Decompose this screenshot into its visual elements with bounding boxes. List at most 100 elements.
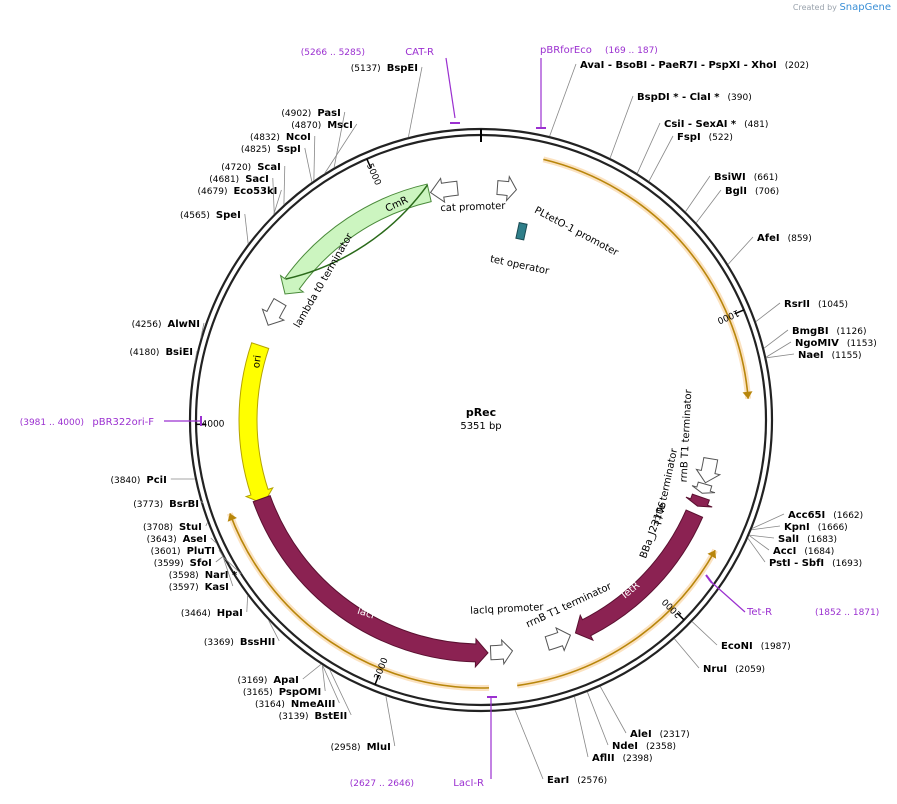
- enzyme-site-sfoi: SfoI(3599): [154, 558, 212, 569]
- enzyme-name: BstEII: [315, 711, 348, 722]
- enzyme-connector: [696, 190, 721, 223]
- enzyme-position: (1045): [818, 300, 848, 310]
- enzyme-position: (3599): [154, 559, 184, 569]
- enzyme-connector: [728, 237, 753, 264]
- enzyme-site-alei: AleI(2317): [630, 729, 690, 740]
- enzyme-site-msci: MscI(4870): [291, 120, 353, 131]
- enzyme-site-pcii: PciI(3840): [110, 475, 166, 486]
- feature-rrnb-t1-terminator-2: [545, 628, 570, 651]
- enzyme-connector: [686, 176, 710, 212]
- plasmid-name: pRec: [466, 406, 496, 419]
- enzyme-name: CsiI - SexAI *: [664, 119, 737, 130]
- enzyme-site-acc65i: Acc65I(1662): [788, 510, 863, 521]
- primer-leader-line: [446, 58, 455, 118]
- feature-plteto-1-promoter: [497, 177, 517, 201]
- enzyme-site-bsiwi: BsiWI(661): [714, 172, 778, 183]
- enzyme-connector: [515, 710, 543, 779]
- enzyme-name: PasI: [317, 108, 340, 119]
- enzyme-position: (1662): [833, 511, 863, 521]
- primer-pbr322ori-f: pBR322ori-F(3981 .. 4000): [20, 416, 201, 428]
- enzyme-connector: [587, 692, 608, 745]
- enzyme-position: (1126): [837, 327, 867, 337]
- enzyme-connector: [314, 136, 315, 181]
- enzyme-position: (3598): [169, 571, 199, 581]
- primer-name: pBRforEco: [540, 45, 592, 56]
- feature-cat-promoter: [431, 178, 459, 202]
- enzyme-name: BmgBI: [792, 326, 829, 337]
- enzyme-site-apai: ApaI(3169): [237, 675, 298, 686]
- enzyme-position: (1693): [832, 559, 862, 569]
- enzyme-site-bsshii: BssHII(3369): [204, 637, 275, 648]
- enzyme-connector: [386, 696, 395, 746]
- enzyme-name: MluI: [367, 742, 391, 753]
- feature-label-plteto-1-promoter: PLtetO-1 promoter: [532, 205, 620, 259]
- enzyme-site-eco53ki: Eco53kI(4679): [198, 186, 278, 197]
- enzyme-name: NaeI: [798, 350, 824, 361]
- enzyme-position: (3164): [255, 700, 285, 710]
- enzyme-site-bsiei: BsiEI(4180): [130, 347, 194, 358]
- enzyme-site-aflii: AflII(2398): [592, 753, 653, 764]
- enzyme-name: KpnI: [784, 522, 810, 533]
- enzyme-name: ScaI: [257, 162, 281, 173]
- feature-label-rrnb-t1-terminator: rrnB T1 terminator: [679, 388, 695, 482]
- enzyme-position: (5137): [351, 64, 381, 74]
- primer-leader-line: [709, 580, 745, 612]
- primer-name: LacI-R: [453, 778, 484, 789]
- enzyme-site-scai: ScaI(4720): [221, 162, 281, 173]
- enzyme-name: SacI: [245, 174, 269, 185]
- enzyme-name: BsiWI: [714, 172, 746, 183]
- enzyme-name: BssHII: [240, 637, 275, 648]
- enzyme-name: HpaI: [217, 608, 243, 619]
- enzyme-name: EcoNI: [721, 641, 753, 652]
- enzyme-site-pluti: PluTI(3601): [151, 546, 215, 557]
- enzyme-connector: [305, 148, 312, 182]
- enzyme-position: (3165): [243, 688, 273, 698]
- feature-cmr: [281, 184, 432, 294]
- enzyme-connector: [550, 64, 576, 136]
- enzyme-position: (4180): [130, 348, 160, 358]
- tick-label: 5000: [364, 162, 382, 187]
- snapgene-logo: SnapGene: [839, 2, 891, 13]
- enzyme-name: AflII: [592, 753, 615, 764]
- enzyme-name: AvaI - BsoBI - PaeR7I - PspXI - XhoI: [580, 60, 777, 71]
- enzyme-name: BglI: [725, 186, 747, 197]
- feature-label-tet-operator: tet operator: [489, 254, 551, 277]
- enzyme-name: PluTI: [187, 546, 215, 557]
- enzyme-site-avai-bsobi-paer7i-pspxi-xhoi: AvaI - BsoBI - PaeR7I - PspXI - XhoI(202…: [580, 60, 809, 71]
- primer-coords: (5266 .. 5285): [301, 48, 365, 58]
- enzyme-site-nmeaiii: NmeAIII(3164): [255, 699, 335, 710]
- enzyme-connector: [749, 535, 769, 550]
- enzyme-site-ngomiv: NgoMIV(1153): [795, 338, 877, 349]
- enzyme-position: (2576): [577, 776, 607, 786]
- plasmid-size: 5351 bp: [460, 421, 501, 432]
- enzyme-position: (706): [755, 187, 779, 197]
- primer-coords: (3981 .. 4000): [20, 418, 84, 428]
- enzyme-connector: [649, 136, 673, 181]
- enzyme-name: AccI: [773, 546, 796, 557]
- enzyme-site-fspi: FspI(522): [677, 132, 733, 143]
- enzyme-site-acci: AccI(1684): [773, 546, 834, 557]
- enzyme-name: NruI: [703, 664, 727, 675]
- enzyme-connector: [764, 330, 788, 348]
- enzyme-position: (2059): [735, 665, 765, 675]
- enzyme-connector: [216, 556, 223, 562]
- enzyme-name: BsrBI: [169, 499, 199, 510]
- enzyme-name: MscI: [327, 120, 353, 131]
- enzyme-name: BspEI: [387, 63, 418, 74]
- enzyme-connector: [247, 596, 248, 612]
- primer-name: CAT-R: [405, 47, 434, 58]
- feature-t7te-terminator: [692, 482, 715, 493]
- enzyme-position: (2958): [331, 743, 361, 753]
- primer-pbrforeco: pBRforEco(169 .. 187): [536, 45, 658, 128]
- enzyme-name: AseI: [183, 534, 207, 545]
- feature-label-laciq-promoter: lacIq promoter: [470, 602, 545, 617]
- enzyme-name: NarI *: [205, 570, 238, 581]
- enzyme-site-psti-sbfi: PstI - SbfI(1693): [769, 558, 862, 569]
- enzyme-name: PciI: [146, 475, 166, 486]
- enzyme-site-pspomi: PspOMI(3165): [243, 687, 321, 698]
- enzyme-name: FspI: [677, 132, 701, 143]
- enzyme-position: (2358): [646, 742, 676, 752]
- enzyme-site-ndei: NdeI(2358): [612, 741, 676, 752]
- enzyme-name: StuI: [179, 522, 202, 533]
